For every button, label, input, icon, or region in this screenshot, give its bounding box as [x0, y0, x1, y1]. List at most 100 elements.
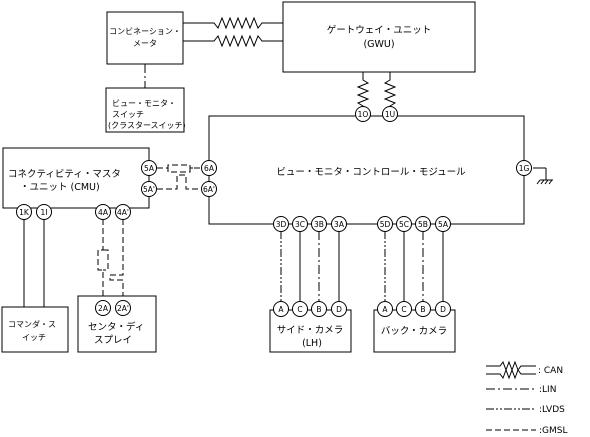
pin-back-c: C [396, 301, 412, 317]
pin-gwu-1u: 1U [382, 106, 398, 122]
svg-text:D: D [440, 305, 446, 314]
pin-cmu-1k: 1K [16, 204, 32, 220]
pin-vmcm-5d: 5D [377, 216, 393, 232]
view-switch-label-2: スイッチ [112, 110, 144, 119]
pins: 1O 1U 5A 5A' 6A 6A' 1G 1K 1I 4A 4A' 2A 2… [16, 106, 532, 317]
svg-text:B: B [420, 305, 425, 314]
gateway-unit: ゲートウェイ・ユニット (GWU) [282, 1, 476, 73]
pin-back-d: D [435, 301, 451, 317]
svg-text:C: C [401, 305, 406, 314]
svg-text:5A: 5A [144, 164, 155, 173]
pin-cmu-5a: 5A [141, 160, 157, 176]
center-display-label-2: スプレイ [94, 335, 132, 346]
combination-meter-label-2: メータ [133, 39, 157, 48]
gateway-label-2: (GWU) [363, 39, 394, 50]
vmcm-label: ビュー・モニタ・コントロール・モジュール [276, 167, 466, 178]
view-monitor-control-module: ビュー・モニタ・コントロール・モジュール [208, 115, 525, 225]
svg-text:1I: 1I [41, 208, 48, 217]
legend: : CAN :LIN :LVDS :GMSL [486, 360, 568, 436]
legend-lvds: :LVDS [486, 405, 565, 415]
commander-switch: コマンダ・ス イッチ [1, 306, 69, 353]
pin-cmu-5a-prime: 5A' [141, 181, 157, 197]
back-camera: バック・カメラ [373, 309, 456, 353]
gmsl-line-cmu-display-3 [109, 219, 124, 296]
gmsl-line-cmu-vmcm-3 [157, 174, 200, 190]
combination-meter-label-1: コンビネーション・ [109, 27, 181, 36]
pin-vmcm-6a-prime: 6A' [201, 181, 217, 197]
cmu-label-2: ・ユニット (CMU) [20, 182, 100, 193]
legend-lvds-label: :LVDS [539, 405, 565, 415]
side-camera-label-2: (LH) [302, 338, 322, 349]
pin-gwu-1o: 1O [355, 106, 371, 122]
combination-meter: コンビネーション・ メータ [106, 11, 184, 65]
svg-text:5D: 5D [380, 220, 391, 229]
svg-text:3A: 3A [334, 220, 345, 229]
svg-text:1O: 1O [358, 110, 369, 119]
gmsl-line-cmu-vmcm [157, 164, 200, 169]
view-monitor-switch: ビュー・モニタ・ スイッチ (クラスタースイッチ) [105, 87, 186, 133]
svg-text:B: B [316, 305, 321, 314]
pin-vmcm-6a: 6A [201, 160, 217, 176]
gateway-label-1: ゲートウェイ・ユニット [327, 24, 432, 36]
svg-text:5A': 5A' [143, 185, 155, 194]
legend-gmsl: :GMSL [486, 426, 568, 436]
can-line-meter-gwu-2 [183, 34, 283, 48]
commander-label-2: イッチ [22, 333, 46, 342]
gmsl-line-cmu-vmcm-2 [157, 167, 200, 173]
legend-lin: :LIN [486, 385, 556, 395]
pin-vmcm-5c: 5C [396, 216, 412, 232]
svg-text:6A': 6A' [203, 185, 215, 194]
pin-vmcm-5a: 5A [435, 216, 451, 232]
pin-vmcm-3c: 3C [292, 216, 308, 232]
legend-gmsl-label: :GMSL [539, 426, 568, 436]
pin-cmu-1i: 1I [36, 204, 52, 220]
svg-text:A: A [382, 305, 388, 314]
svg-text:D: D [336, 305, 342, 314]
svg-text:1G: 1G [519, 164, 530, 173]
pin-vmcm-1g: 1G [516, 160, 532, 176]
svg-text:6A: 6A [204, 164, 215, 173]
ground-icon [536, 179, 553, 185]
side-camera-lh: サイド・カメラ (LH) [269, 309, 352, 353]
legend-can: : CAN [486, 360, 563, 380]
pin-display-2a-prime: 2A' [115, 300, 131, 316]
pin-back-b: B [415, 301, 431, 317]
cmu-label-1: コネクティビティ・マスタ [8, 169, 121, 180]
center-display-label-1: センタ・ディ [88, 321, 144, 333]
connectivity-master-unit: コネクティビティ・マスタ ・ユニット (CMU) [2, 147, 150, 209]
svg-text:3B: 3B [314, 220, 324, 229]
gmsl-line-cmu-display [97, 219, 104, 296]
wiring-lines [23, 16, 547, 307]
svg-text:C: C [297, 305, 302, 314]
view-switch-label-1: ビュー・モニタ・ [112, 99, 176, 108]
pin-cmu-4a-prime: 4A' [115, 204, 131, 220]
svg-text:2A: 2A [98, 304, 109, 313]
can-line-gwu-vmcm [356, 72, 370, 107]
svg-text:A: A [278, 305, 284, 314]
svg-text:3C: 3C [295, 220, 305, 229]
svg-text:4A: 4A [98, 208, 109, 217]
pin-back-a: A [377, 301, 393, 317]
legend-lin-label: :LIN [539, 385, 556, 395]
svg-text:5B: 5B [418, 220, 428, 229]
pin-cmu-4a: 4A [95, 204, 111, 220]
pin-vmcm-5b: 5B [415, 216, 431, 232]
pin-vmcm-3d: 3D [273, 216, 289, 232]
side-camera-label-1: サイド・カメラ [277, 325, 344, 336]
pin-side-b: B [311, 301, 327, 317]
legend-can-label: : CAN [538, 366, 563, 376]
svg-text:5C: 5C [399, 220, 409, 229]
can-line-meter-gwu [183, 16, 283, 30]
commander-label-1: コマンダ・ス [8, 319, 56, 329]
svg-text:2A': 2A' [117, 304, 129, 313]
svg-text:1U: 1U [385, 110, 395, 119]
back-camera-label: バック・カメラ [381, 326, 447, 337]
pin-side-d: D [331, 301, 347, 317]
can-line-gwu-vmcm-2 [383, 72, 397, 107]
pin-vmcm-3a: 3A [331, 216, 347, 232]
svg-text:3D: 3D [276, 220, 287, 229]
pin-vmcm-3b: 3B [311, 216, 327, 232]
pin-side-a: A [273, 301, 289, 317]
svg-text:5A: 5A [438, 220, 449, 229]
